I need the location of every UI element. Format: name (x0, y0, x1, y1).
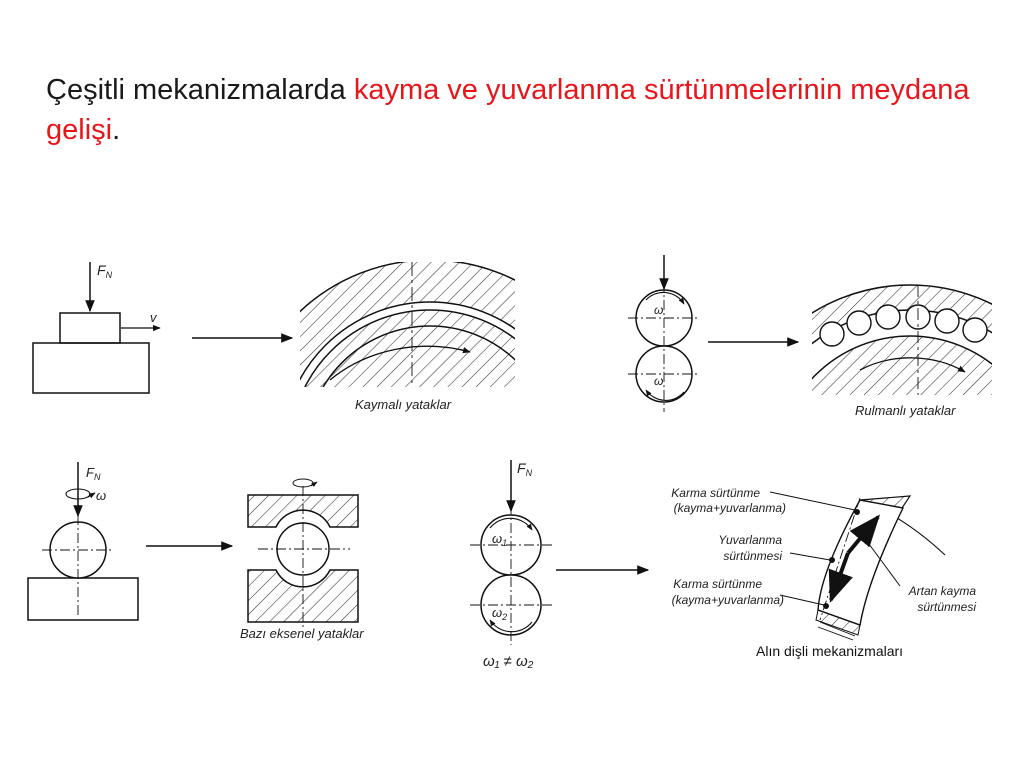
omega-label: ω (96, 488, 106, 503)
spur-gear-figure: Karma sürtünme (kayma+yuvarlanma) Yuvarl… (671, 486, 976, 659)
axial-bearing-caption: Bazı eksenel yataklar (240, 626, 364, 641)
spur-gear-caption: Alın dişli mekanizmaları (756, 643, 903, 659)
omega-upper: ω (654, 303, 663, 317)
rolling-bearing-caption: Rulmanlı yataklar (855, 403, 956, 418)
label-increasing-sliding-detail: sürtünmesi (917, 600, 976, 614)
label-mixed-friction-bottom: Karma sürtünme (673, 577, 762, 591)
velocity-label: v (150, 310, 158, 325)
label-rolling-friction: Yuvarlanma (718, 533, 782, 547)
sliding-bearing-figure: Kaymalı yataklar (300, 262, 515, 412)
force-label: FN (517, 460, 533, 478)
sliding-bearing-caption: Kaymalı yataklar (355, 397, 452, 412)
rolling-cylinders-figure: ω ω (628, 255, 700, 412)
gear-contact-figure: FN ω1 ω2 ω₁ ≠ ω₂ (470, 460, 552, 670)
page-title: Çeşitli mekanizmalarda kayma ve yuvarlan… (46, 70, 986, 150)
force-label: FN (97, 262, 113, 280)
omega-lower: ω (654, 374, 663, 388)
title-part-1: Çeşitli mekanizmalarda (46, 74, 354, 106)
label-increasing-sliding: Artan kayma (908, 584, 977, 598)
sliding-block-figure: FN v (32, 262, 161, 394)
base-block (32, 342, 150, 394)
rolling-bearing-figure: Rulmanlı yataklar (812, 284, 992, 418)
label-mixed-friction-bottom-detail: (kayma+yuvarlanma) (672, 593, 784, 607)
axial-bearing-figure: Bazı eksenel yataklar (240, 478, 364, 641)
omega2-label: ω2 (492, 605, 507, 622)
omega1-label: ω1 (492, 531, 507, 548)
title-part-3: . (112, 114, 121, 146)
plate (27, 577, 139, 621)
label-rolling-friction-detail: sürtünmesi (723, 549, 782, 563)
ball-on-plate-figure: FN ω (27, 462, 139, 621)
omega-relation: ω₁ ≠ ω₂ (483, 653, 534, 670)
force-label: FN (86, 465, 101, 482)
label-mixed-friction-top-detail: (kayma+yuvarlanma) (674, 501, 786, 515)
label-mixed-friction-top: Karma sürtünme (671, 486, 760, 500)
title-part-2: kayma ve yuvarlanma sürtünmelerinin meyd… (46, 74, 970, 146)
rotation-arrow (329, 345, 471, 381)
slider-block (59, 312, 121, 344)
